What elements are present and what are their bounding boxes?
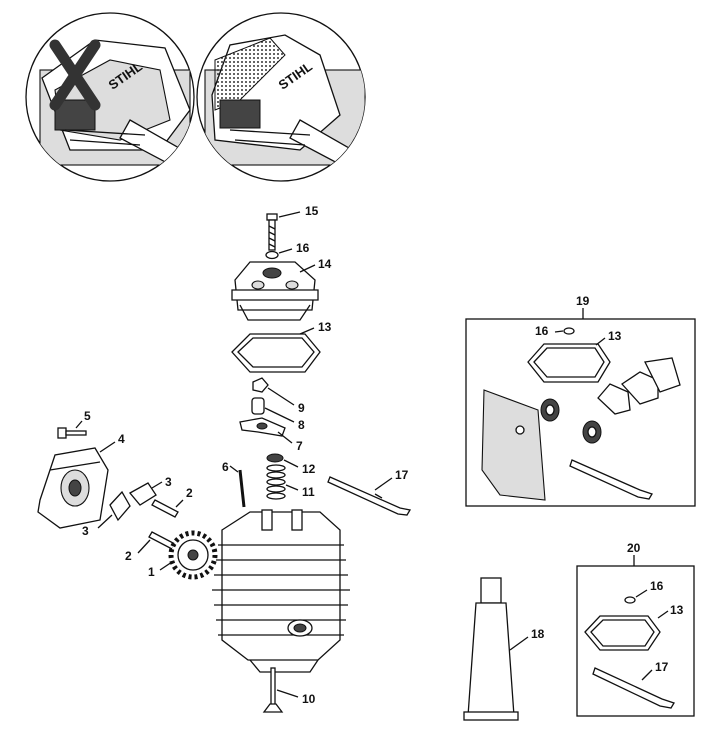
pin-part-b (148, 531, 176, 550)
push-rod-part (238, 469, 246, 508)
callout-13: 13 (318, 320, 332, 334)
callout-2b: 2 (125, 549, 132, 563)
callout-4: 4 (118, 432, 125, 446)
sealant-tube-part (463, 577, 519, 721)
pin-part-a (151, 499, 179, 518)
callout-3b: 3 (82, 524, 89, 538)
kit-20-washer (624, 596, 636, 604)
callout-16: 16 (296, 241, 310, 255)
kit-20-tool (592, 667, 675, 709)
gasket-part (231, 333, 321, 373)
kit-19-gasket (527, 343, 611, 383)
kit-19-callout-16: 16 (535, 324, 549, 338)
screw-small-part (57, 427, 87, 439)
cam-housing-part (37, 447, 109, 529)
kit-19-seal-b (582, 420, 602, 444)
setting-tool-part (327, 476, 412, 516)
kit-20-gasket (584, 615, 661, 651)
callout-15: 15 (305, 204, 319, 218)
rocker-arm-part (239, 417, 286, 437)
valve-cover-part (231, 261, 319, 321)
adjuster-part (251, 397, 265, 415)
callout-18: 18 (531, 627, 545, 641)
nut-part (252, 377, 269, 393)
kit-19-gasket-c (644, 357, 681, 393)
callout-5: 5 (84, 409, 91, 423)
gear-part (168, 530, 218, 580)
kit-20-callout-13: 13 (670, 603, 684, 617)
callout-14: 14 (318, 257, 332, 271)
callout-8: 8 (298, 418, 305, 432)
cylinder-part (212, 509, 350, 673)
kit-19-tool (569, 459, 653, 500)
kit-20-box (576, 565, 695, 717)
inset-engine-old: STIHL (25, 12, 195, 182)
callout-3a: 3 (165, 475, 172, 489)
screw-part (266, 213, 278, 251)
kit-19-gasket-a (597, 383, 631, 415)
kit-19-title: 19 (576, 294, 590, 308)
kit-20-title: 20 (627, 541, 641, 555)
callout-1: 1 (148, 565, 155, 579)
kit-20-callout-16: 16 (650, 579, 664, 593)
kit-19-plate (481, 389, 546, 501)
callout-7: 7 (296, 439, 303, 453)
callout-12: 12 (302, 462, 316, 476)
washer-part (265, 250, 279, 260)
kit-19-washer (563, 327, 575, 335)
valve-part (262, 667, 284, 713)
kit-19-callout-13: 13 (608, 329, 622, 343)
cam-follower-part-a (128, 482, 157, 506)
kit-19-box (465, 318, 696, 507)
callout-9: 9 (298, 401, 305, 415)
spring-retainer-part (266, 453, 284, 463)
valve-spring-part (266, 464, 286, 500)
inset-engine-new: STIHL (196, 12, 366, 182)
cam-follower-part-b (109, 490, 131, 522)
callout-17: 17 (395, 468, 409, 482)
callout-11: 11 (302, 485, 315, 499)
kit-20-callout-17: 17 (655, 660, 669, 674)
kit-19-seal-a (540, 398, 560, 422)
callout-10: 10 (302, 692, 316, 706)
callout-6: 6 (222, 460, 229, 474)
cross-out-mark (49, 39, 101, 111)
callout-2a: 2 (186, 486, 193, 500)
